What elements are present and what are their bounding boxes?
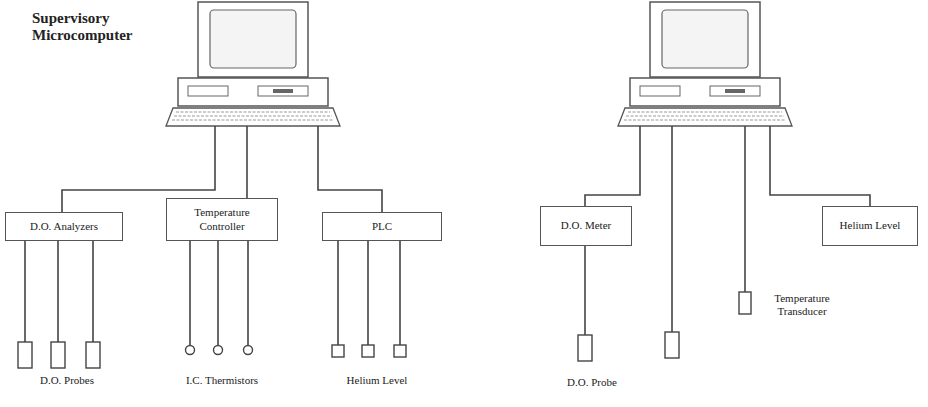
box-label: Helium Level — [840, 219, 901, 232]
instrument-box: PLC — [322, 212, 442, 241]
sensor-label: Helium Level — [320, 374, 434, 387]
sensor-label: D.O. Probe — [545, 376, 639, 389]
computer-icon — [618, 2, 792, 126]
sensor-label: D.O. Probes — [10, 374, 124, 387]
box-label: PLC — [372, 220, 392, 233]
wires — [25, 126, 870, 345]
instrument-box: D.O. Analyzers — [5, 212, 123, 241]
instrument-box: Helium Level — [822, 206, 918, 246]
box-label: D.O. Analyzers — [30, 220, 98, 233]
instrument-box: Temperature Controller — [166, 198, 278, 241]
probes — [18, 292, 751, 368]
instrument-box: D.O. Meter — [540, 206, 632, 246]
box-label: Temperature Controller — [173, 206, 271, 232]
box-label: D.O. Meter — [561, 219, 611, 232]
computer-caption: Supervisory Microcomputer — [30, 10, 154, 43]
sensor-label: I.C. Thermistors — [150, 374, 294, 387]
computer-icon — [166, 2, 340, 126]
sensor-label: Temperature Transducer — [755, 292, 849, 317]
